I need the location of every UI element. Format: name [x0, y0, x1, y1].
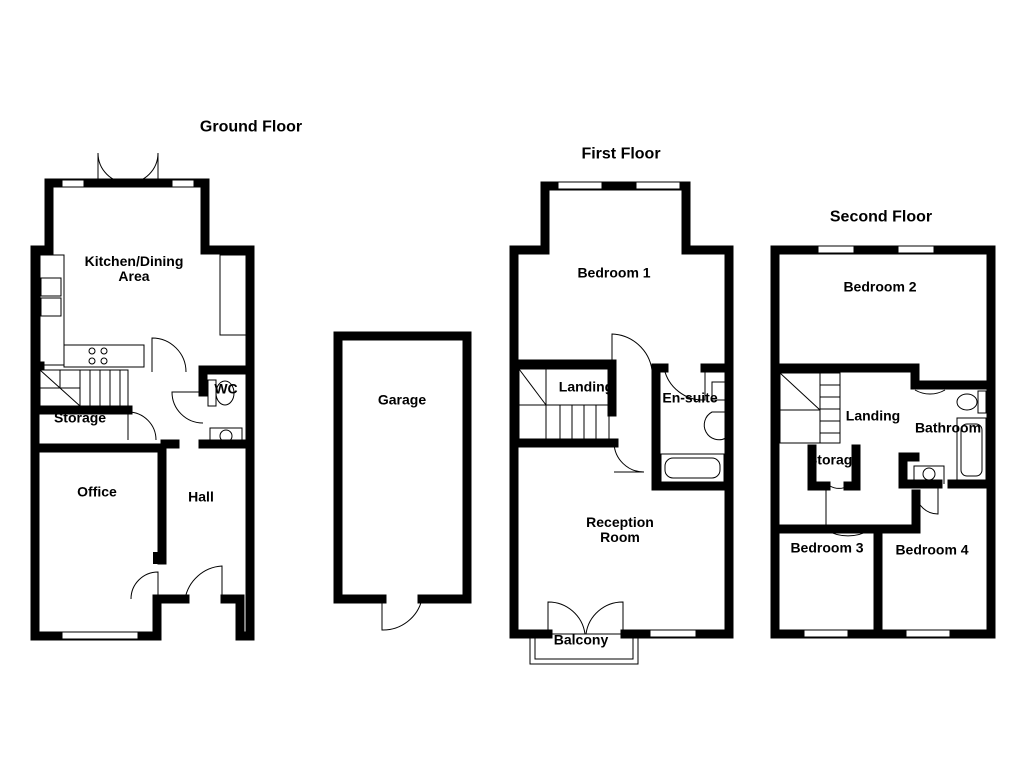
room-label-first-landing: Landing: [558, 378, 614, 395]
room-label-bedroom-2: Bedroom 2: [843, 278, 917, 295]
floor-title-ground: Ground Floor: [199, 118, 303, 136]
room-label-ground-storage: Storage: [53, 409, 107, 426]
room-label-bedroom-4: Bedroom 4: [895, 541, 969, 558]
room-label-bedroom-3: Bedroom 3: [790, 539, 864, 556]
first-floor-plan: [509, 181, 734, 665]
room-label-office: Office: [77, 483, 117, 500]
room-label-reception-room: Reception Room: [586, 514, 654, 545]
room-label-hall: Hall: [188, 488, 214, 505]
floor-title-first: First Floor: [581, 145, 661, 163]
second-floor-stairs: [779, 372, 841, 444]
room-label-garage: Garage: [377, 391, 427, 408]
room-label-second-storage: Storage: [807, 451, 861, 468]
ground-floor-plan: [30, 152, 255, 641]
first-floor-stairs: [518, 368, 610, 440]
room-label-bedroom-1: Bedroom 1: [577, 264, 651, 281]
room-label-wc: WC: [214, 380, 238, 397]
room-label-balcony: Balcony: [553, 631, 609, 648]
room-label-kitchen: Kitchen/Dining Area: [84, 253, 184, 284]
second-floor-plan: [770, 245, 996, 639]
room-label-second-landing: Landing: [845, 407, 901, 424]
room-label-ensuite: En-suite: [662, 389, 718, 406]
room-label-bathroom: Bathroom: [914, 419, 982, 436]
garage-plan: [333, 331, 472, 631]
ground-stairs: [39, 369, 129, 407]
floor-title-second: Second Floor: [829, 208, 933, 226]
